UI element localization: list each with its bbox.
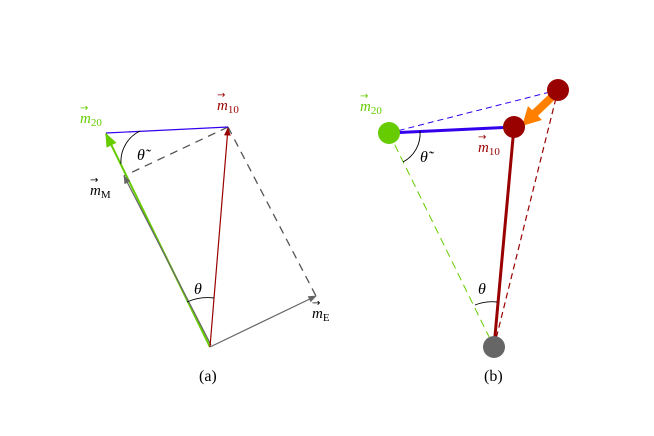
caption-b: (b) xyxy=(484,368,503,385)
arc-theta-tilde-b xyxy=(402,130,421,163)
panel-b: m20 → m10 → θ̃ θ (b) xyxy=(360,79,569,385)
label-m20-a-arrow: → xyxy=(80,103,88,114)
vector-mM xyxy=(123,175,212,346)
dashed-m10-to-mM xyxy=(123,126,229,177)
label-m10-b: m10 xyxy=(478,140,500,158)
arc-theta-a xyxy=(186,297,215,303)
arc-theta-b xyxy=(474,301,498,306)
label-m10-a-arrow: → xyxy=(217,90,225,101)
circle-m20 xyxy=(378,122,400,144)
circle-old-position xyxy=(547,79,569,101)
vector-m20 xyxy=(105,132,211,348)
label-m20-b-arrow: → xyxy=(360,91,368,102)
label-m20-a: m20 xyxy=(80,111,102,129)
label-theta-a: θ xyxy=(194,281,202,298)
circle-m10 xyxy=(503,116,525,138)
dashed-red-old xyxy=(493,89,559,348)
panel-a: m20 → m10 → mM → mE → θ̃ θ (a) xyxy=(80,90,330,385)
label-mE-arrow: → xyxy=(312,298,320,309)
vector-mE xyxy=(209,295,317,348)
label-theta-tilde-a: θ̃ xyxy=(137,147,152,164)
rod-blue xyxy=(388,125,515,135)
caption-a: (a) xyxy=(199,368,217,385)
line-m20-m10 xyxy=(105,126,229,134)
orange-move-arrow xyxy=(522,92,557,126)
label-m10-b-arrow: → xyxy=(478,132,486,143)
label-mM: mM xyxy=(90,183,111,201)
dashed-m10-to-mE xyxy=(227,126,317,297)
label-mE: mE xyxy=(312,306,330,324)
vector-m10 xyxy=(209,127,231,348)
label-m10-a: m10 xyxy=(217,98,239,116)
label-mM-arrow: → xyxy=(90,175,98,186)
label-m20-b: m20 xyxy=(360,99,382,117)
circle-pivot xyxy=(483,336,505,358)
label-theta-tilde-b: θ̃ xyxy=(420,149,435,166)
rod-m10 xyxy=(492,126,516,348)
label-theta-b: θ xyxy=(478,281,486,298)
dashed-blue-m20-old xyxy=(388,89,559,134)
arc-theta-tilde-a xyxy=(120,130,141,165)
dashed-green-pivot xyxy=(388,132,495,348)
